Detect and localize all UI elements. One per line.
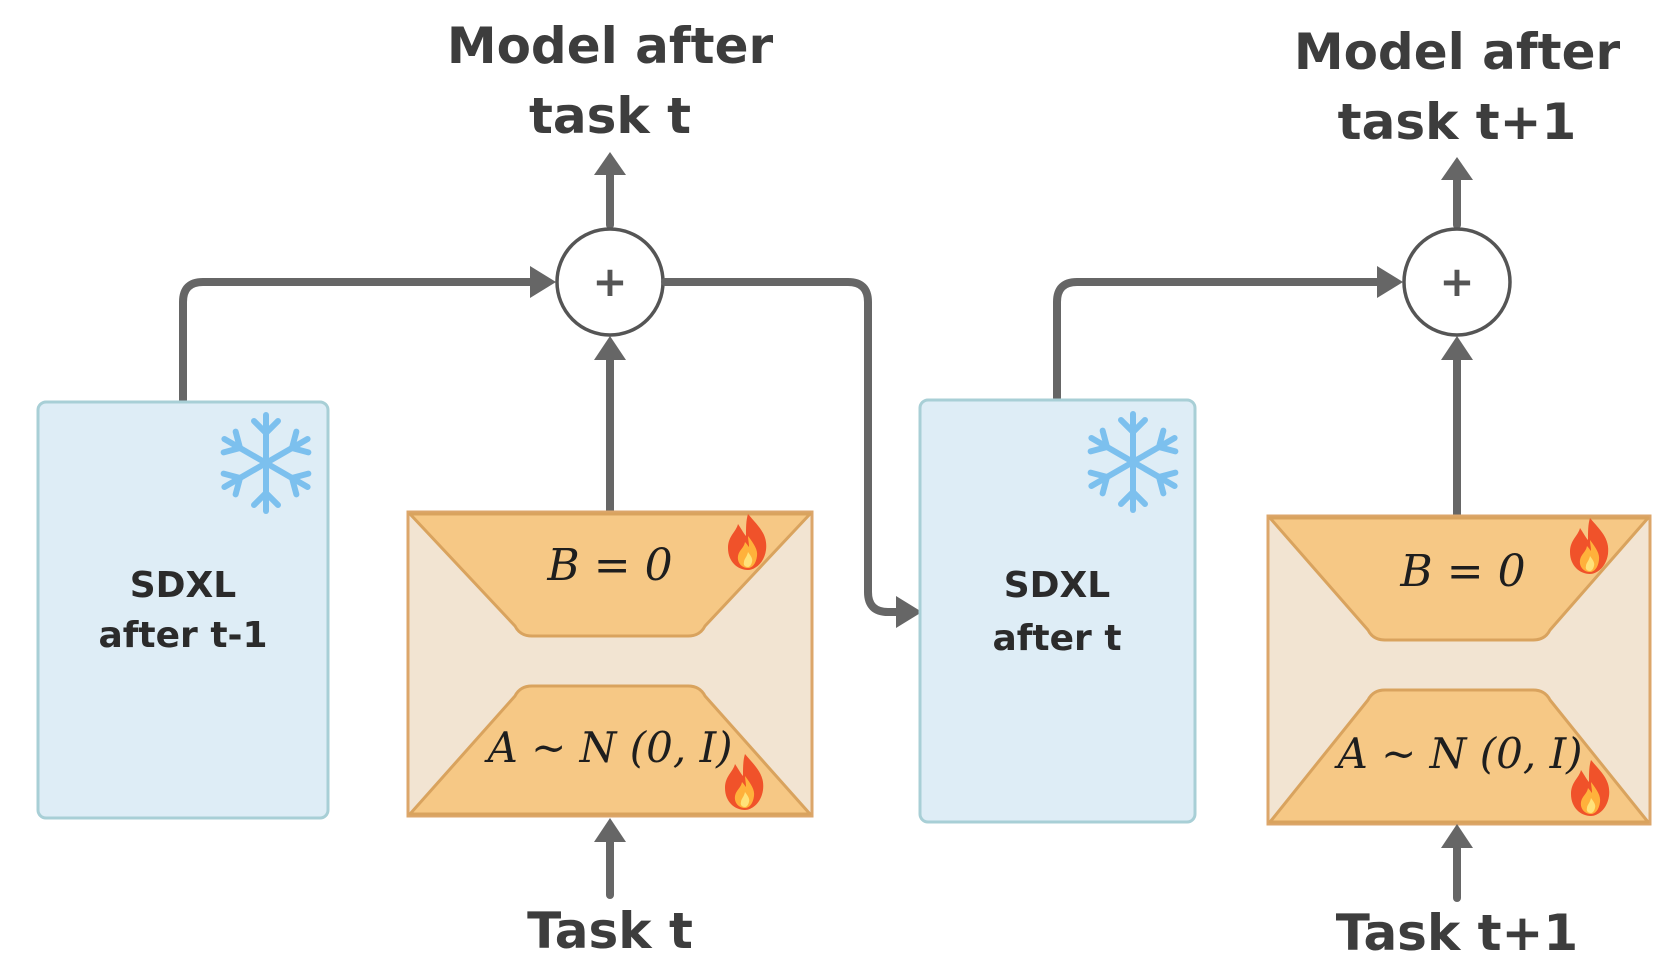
frozen-model-box (36, 400, 330, 820)
stage-connector-arrowhead (896, 596, 922, 628)
lora-b-matrix (1268, 516, 1650, 642)
frozen-model-label-line1: SDXL (130, 565, 237, 606)
sum-symbol: + (1439, 257, 1474, 306)
output-label-line1: Model after (1294, 23, 1621, 81)
output-arrowhead (594, 152, 626, 175)
frozen-to-sum-wire (1053, 278, 1381, 402)
output-label-line2: task t+1 (1338, 93, 1577, 151)
frozen-to-sum-arrowhead (1377, 266, 1403, 298)
stage-right: Model after task t+1 + SDXL after t B = … (918, 23, 1652, 962)
stage-left: Model after task t + SDXL after t-1 B = … (36, 17, 814, 960)
sum-node (1402, 227, 1512, 337)
stage-connector-wire (661, 278, 902, 616)
frozen-model-label-line2: after t-1 (98, 615, 267, 656)
output-label-line2: task t (529, 87, 691, 145)
lora-b-label: B = 0 (546, 540, 672, 591)
frozen-model-label-line1: SDXL (1004, 565, 1111, 606)
lora-b-label: B = 0 (1399, 546, 1525, 597)
lora-to-sum-arrowhead (594, 336, 626, 360)
input-arrowhead (594, 818, 626, 842)
output-arrowhead (1441, 157, 1473, 180)
frozen-to-sum-arrowhead (530, 266, 556, 298)
frozen-to-sum-wire (179, 278, 534, 404)
lora-a-matrix (408, 684, 812, 816)
output-label-line1: Model after (447, 17, 774, 75)
lora-to-sum-arrowhead (1441, 336, 1473, 360)
frozen-model-box (918, 398, 1197, 824)
input-label: Task t+1 (1336, 904, 1578, 962)
frozen-model-label-line2: after t (992, 618, 1121, 659)
input-label: Task t (527, 902, 693, 960)
input-arrowhead (1441, 824, 1473, 848)
sum-symbol: + (592, 257, 627, 306)
lora-a-label: A ~ N (0, I) (1333, 729, 1582, 778)
lora-a-matrix (1268, 688, 1650, 824)
lora-b-matrix (408, 512, 812, 638)
lora-a-label: A ~ N (0, I) (483, 723, 732, 772)
